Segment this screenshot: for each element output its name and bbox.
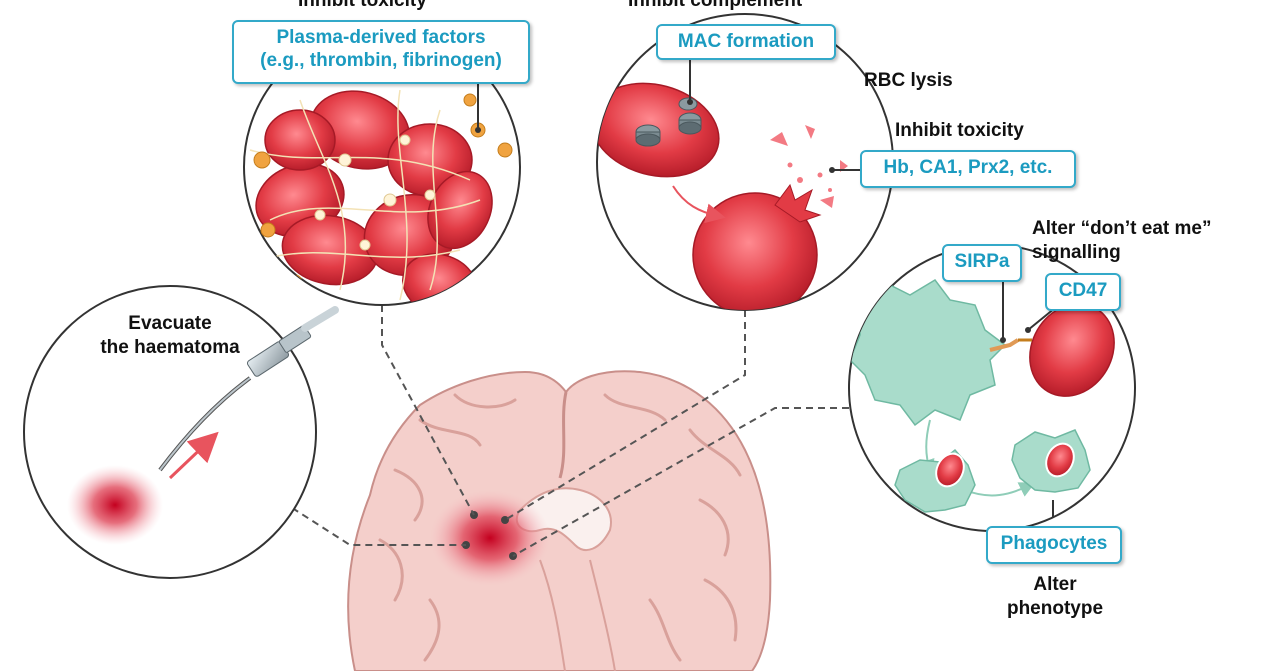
phagocytes-box: Phagocytes	[986, 526, 1122, 564]
evacuation-circle	[23, 285, 339, 579]
label-alter: Alter	[1033, 574, 1077, 595]
brain-section	[347, 370, 772, 671]
label-inhibit-toxicity-top: Inhibit toxicity	[298, 0, 427, 11]
plasma-factors-line1: Plasma-derived factors	[276, 27, 486, 48]
label-phenotype: phenotype	[1006, 598, 1104, 619]
brain-haematoma	[430, 490, 550, 586]
lysis-circle	[596, 13, 894, 311]
label-the-haematoma: the haematoma	[100, 337, 240, 358]
mac-formation-box: MAC formation	[656, 24, 836, 60]
label-inhibit-complement: Inhibit complement	[628, 0, 803, 11]
sirpa-box: SIRPa	[942, 244, 1022, 282]
hb-ca1-prx2-box: Hb, CA1, Prx2, etc.	[860, 150, 1076, 188]
plasma-factors-box: Plasma-derived factors (e.g., thrombin, …	[232, 20, 530, 84]
label-signalling: signalling	[1032, 242, 1121, 263]
label-inhibit-toxicity-right: Inhibit toxicity	[895, 120, 1024, 141]
phagocyte-circle	[848, 244, 1136, 532]
label-evacuate: Evacuate	[128, 313, 212, 334]
plasma-factors-line2: (e.g., thrombin, fibrinogen)	[260, 50, 502, 71]
label-rbc-lysis: RBC lysis	[864, 70, 953, 91]
cd47-box: CD47	[1045, 273, 1121, 311]
label-alter-dont-eat-me: Alter “don’t eat me”	[1032, 218, 1212, 239]
left-haematoma	[67, 465, 163, 545]
connector-lines	[271, 305, 849, 557]
